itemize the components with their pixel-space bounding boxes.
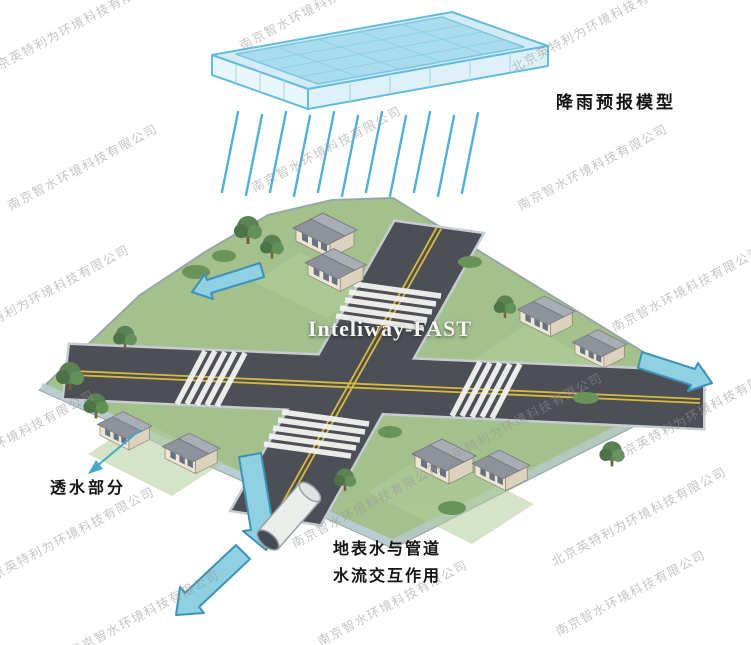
permeable-pointer-arrow <box>88 429 141 474</box>
crosswalks <box>174 281 523 459</box>
culvert-pipe <box>256 481 322 551</box>
rain-model-basin <box>211 11 549 110</box>
runoff-arrow-right <box>637 351 713 392</box>
bushes <box>182 250 599 515</box>
pipe-opening <box>256 529 280 551</box>
tree <box>599 441 625 467</box>
runoff-arrow-left <box>191 262 265 300</box>
basin-wall-ticks <box>235 53 511 102</box>
outflow-arrow-bottom <box>175 544 251 616</box>
rain-streaks <box>220 110 480 198</box>
water-grid <box>256 23 505 78</box>
